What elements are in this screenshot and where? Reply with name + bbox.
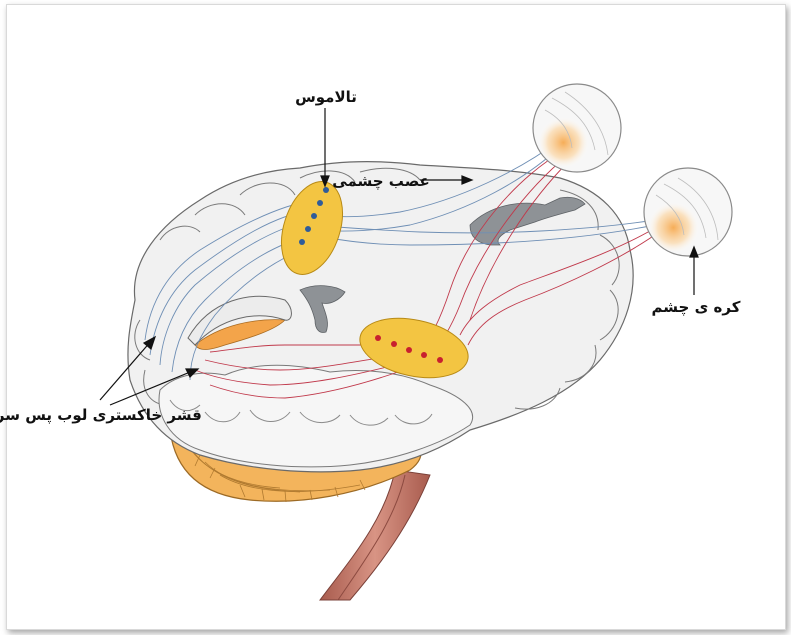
- label-thalamus: تالاموس: [295, 88, 357, 106]
- label-eyeball: کره ی چشم: [652, 298, 741, 317]
- eyeball-lower: [644, 168, 732, 256]
- eyeball-upper: [533, 84, 621, 172]
- label-optic-nerve: عصب چشمی: [332, 172, 429, 191]
- label-occipital-cortex: قشر خاکستری لوب پس سری: [0, 406, 202, 425]
